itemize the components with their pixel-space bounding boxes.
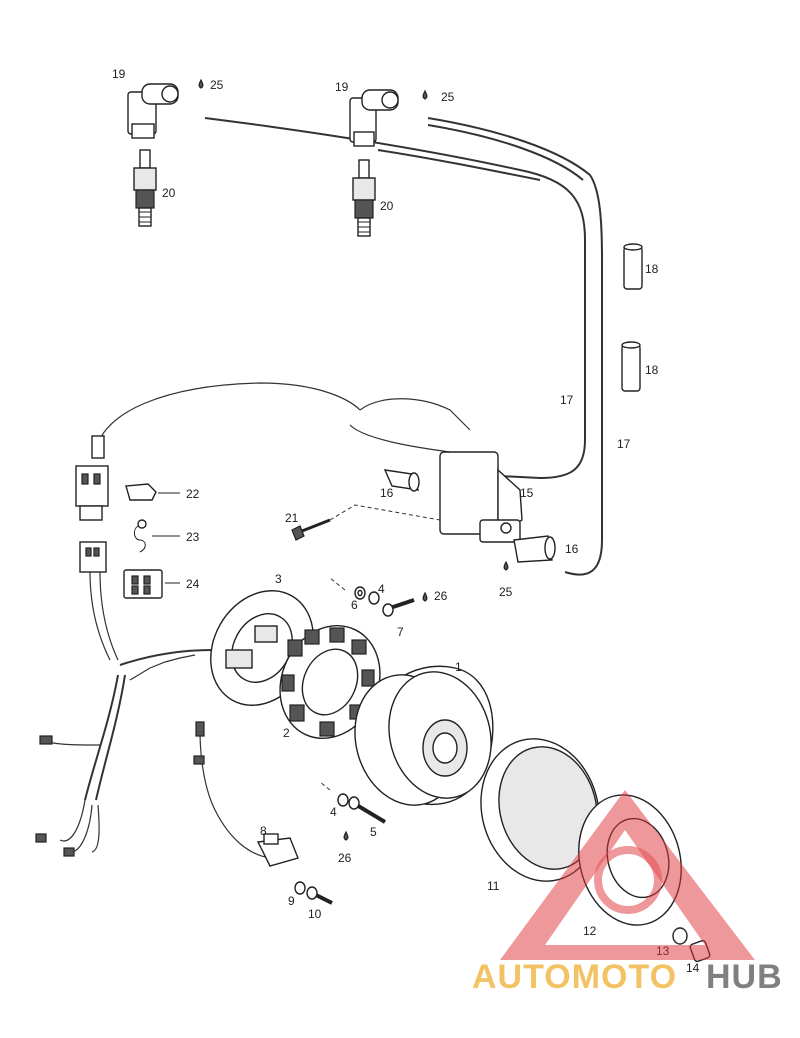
- callout-25-coil: 25: [499, 585, 513, 599]
- callout-8: 8: [260, 824, 267, 838]
- washer-4-upper: [368, 591, 380, 605]
- grommet-upper: [623, 243, 643, 290]
- callout-25-right: 25: [441, 90, 455, 104]
- callout-21: 21: [285, 511, 299, 525]
- terminal-clip: [133, 519, 147, 553]
- screw-5: [319, 781, 387, 824]
- coil-screw: [291, 504, 441, 541]
- grommet-lower: [621, 341, 641, 392]
- callout-23: 23: [186, 530, 200, 544]
- leader-lines: [152, 492, 180, 584]
- wire-terminal: [125, 483, 157, 501]
- washer-4-lower: [337, 793, 349, 807]
- callout-15: 15: [520, 486, 534, 500]
- pickup-sensor: [193, 721, 299, 867]
- spark-plug-cap-right: [349, 89, 399, 147]
- callout-2: 2: [283, 726, 290, 740]
- callout-11: 11: [487, 879, 500, 893]
- callout-22: 22: [186, 487, 200, 501]
- washer-6: [354, 586, 366, 600]
- callout-12: 12: [583, 924, 597, 938]
- spark-plug-right: [352, 159, 376, 237]
- watermark-logo: AUTOMOTO HUB: [472, 790, 783, 996]
- ignition-coil: [349, 398, 523, 543]
- callout-10: 10: [308, 907, 322, 921]
- callout-4-lower: 4: [330, 805, 337, 819]
- callout-14: 14: [686, 961, 700, 975]
- callout-5: 5: [370, 825, 377, 839]
- callout-19-right: 19: [335, 80, 349, 94]
- connector-housing: [123, 569, 163, 599]
- ring-gear: [480, 738, 600, 882]
- callout-26-lower: 26: [338, 851, 352, 865]
- lubricant-drop-icons: [198, 78, 509, 841]
- callout-6: 6: [351, 598, 358, 612]
- screw-7: [329, 577, 415, 617]
- callout-26-upper: 26: [434, 589, 448, 603]
- callout-4-upper: 4: [378, 582, 385, 596]
- callout-7: 7: [397, 625, 404, 639]
- watermark-triangle-icon: [500, 790, 755, 960]
- wiring-harness: [35, 382, 361, 857]
- callout-20-left: 20: [162, 186, 176, 200]
- callout-17-right: 17: [617, 437, 631, 451]
- flywheel: [354, 665, 494, 806]
- washer-13: [672, 927, 688, 945]
- spark-plug-cap-left: [127, 83, 179, 139]
- callout-3: 3: [275, 572, 282, 586]
- coil-boot-lower: [513, 535, 556, 563]
- washer-9: [294, 881, 306, 895]
- callout-18-upper: 18: [645, 262, 659, 276]
- watermark-text-automoto: AUTOMOTO: [472, 958, 677, 996]
- callout-9: 9: [288, 894, 295, 908]
- coil-boot-upper: [383, 469, 420, 492]
- callout-17-left: 17: [560, 393, 574, 407]
- callout-20-right: 20: [380, 199, 394, 213]
- callout-18-lower: 18: [645, 363, 659, 377]
- callout-24: 24: [186, 577, 200, 591]
- screw-10: [306, 886, 333, 905]
- callout-labels: 19 25 20 19 25 20 18 18 17 17 16 15 21 1…: [112, 67, 700, 975]
- watermark-text-hub: HUB: [706, 958, 783, 996]
- callout-25-left: 25: [210, 78, 224, 92]
- callout-16-upper: 16: [380, 486, 394, 500]
- callout-16-lower: 16: [565, 542, 579, 556]
- callout-19-left: 19: [112, 67, 126, 81]
- spark-plug-left: [133, 149, 157, 227]
- callout-1: 1: [455, 660, 462, 674]
- high-tension-wires: [204, 117, 603, 576]
